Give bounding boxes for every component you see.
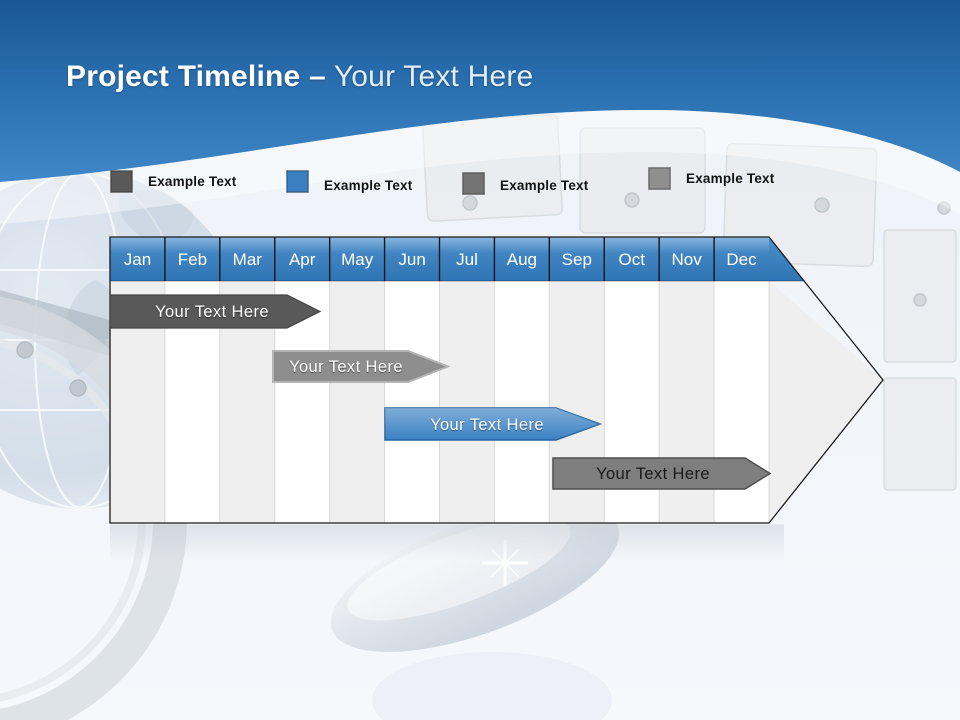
task-bar-3-label[interactable]: Your Text Here [430,416,544,434]
task-bar-1-label[interactable]: Your Text Here [155,303,269,321]
legend-item-3[interactable]: Example Text [462,172,588,197]
task-bar-4[interactable] [552,457,772,490]
month-cell-jul[interactable]: Jul [456,250,478,269]
legend-item-2[interactable]: Example Text [286,170,412,197]
legend-label-4: Example Text [686,171,775,186]
month-cell-aug[interactable]: Aug [507,250,537,269]
month-cell-sep[interactable]: Sep [562,250,592,269]
month-cell-oct[interactable]: Oct [618,250,645,269]
slide-title-placeholder: Your Text Here [333,60,534,93]
month-cell-apr[interactable]: Apr [289,250,316,269]
legend-swatch-1-icon [110,170,133,193]
lens-reflection [372,652,612,720]
legend-swatch-2-icon [286,170,309,193]
task-bar-2-label[interactable]: Your Text Here [289,358,403,376]
slide-title[interactable]: Project Timeline – Your Text Here [66,60,533,94]
legend-swatch-3-icon [462,172,485,195]
legend-label-2: Example Text [324,178,413,193]
legend-item-1[interactable]: Example Text [110,170,236,193]
month-cell-dec[interactable]: Dec [726,250,757,269]
month-cell-jun[interactable]: Jun [398,250,425,269]
header-band [0,0,960,182]
month-cell-feb[interactable]: Feb [178,250,207,269]
task-bars: Your Text Here Your Text Here Your Text … [109,294,772,490]
legend-swatch-4-icon [648,167,671,190]
timeline-outline [109,236,884,524]
month-cell-nov[interactable]: Nov [671,250,702,269]
legend-item-4[interactable]: Example Text [648,167,774,190]
task-bar-1[interactable] [109,294,322,329]
task-bar-3-gloss [385,408,600,440]
month-cell-mar[interactable]: Mar [233,250,263,269]
timeline-reflection [110,524,784,561]
metal-plates-decoration [422,114,957,491]
month-cell-jan[interactable]: Jan [124,250,151,269]
task-bar-4-label[interactable]: Your Text Here [596,465,710,483]
slide-title-bold: Project Timeline [66,60,301,93]
month-cell-may[interactable]: May [341,250,374,269]
month-header-row [110,237,804,282]
legend-label-1: Example Text [148,174,237,189]
task-bar-2[interactable] [272,350,451,383]
header-curve-glow [0,109,960,224]
slide-title-dash: – [308,60,326,93]
legend-label-3: Example Text [500,178,589,193]
